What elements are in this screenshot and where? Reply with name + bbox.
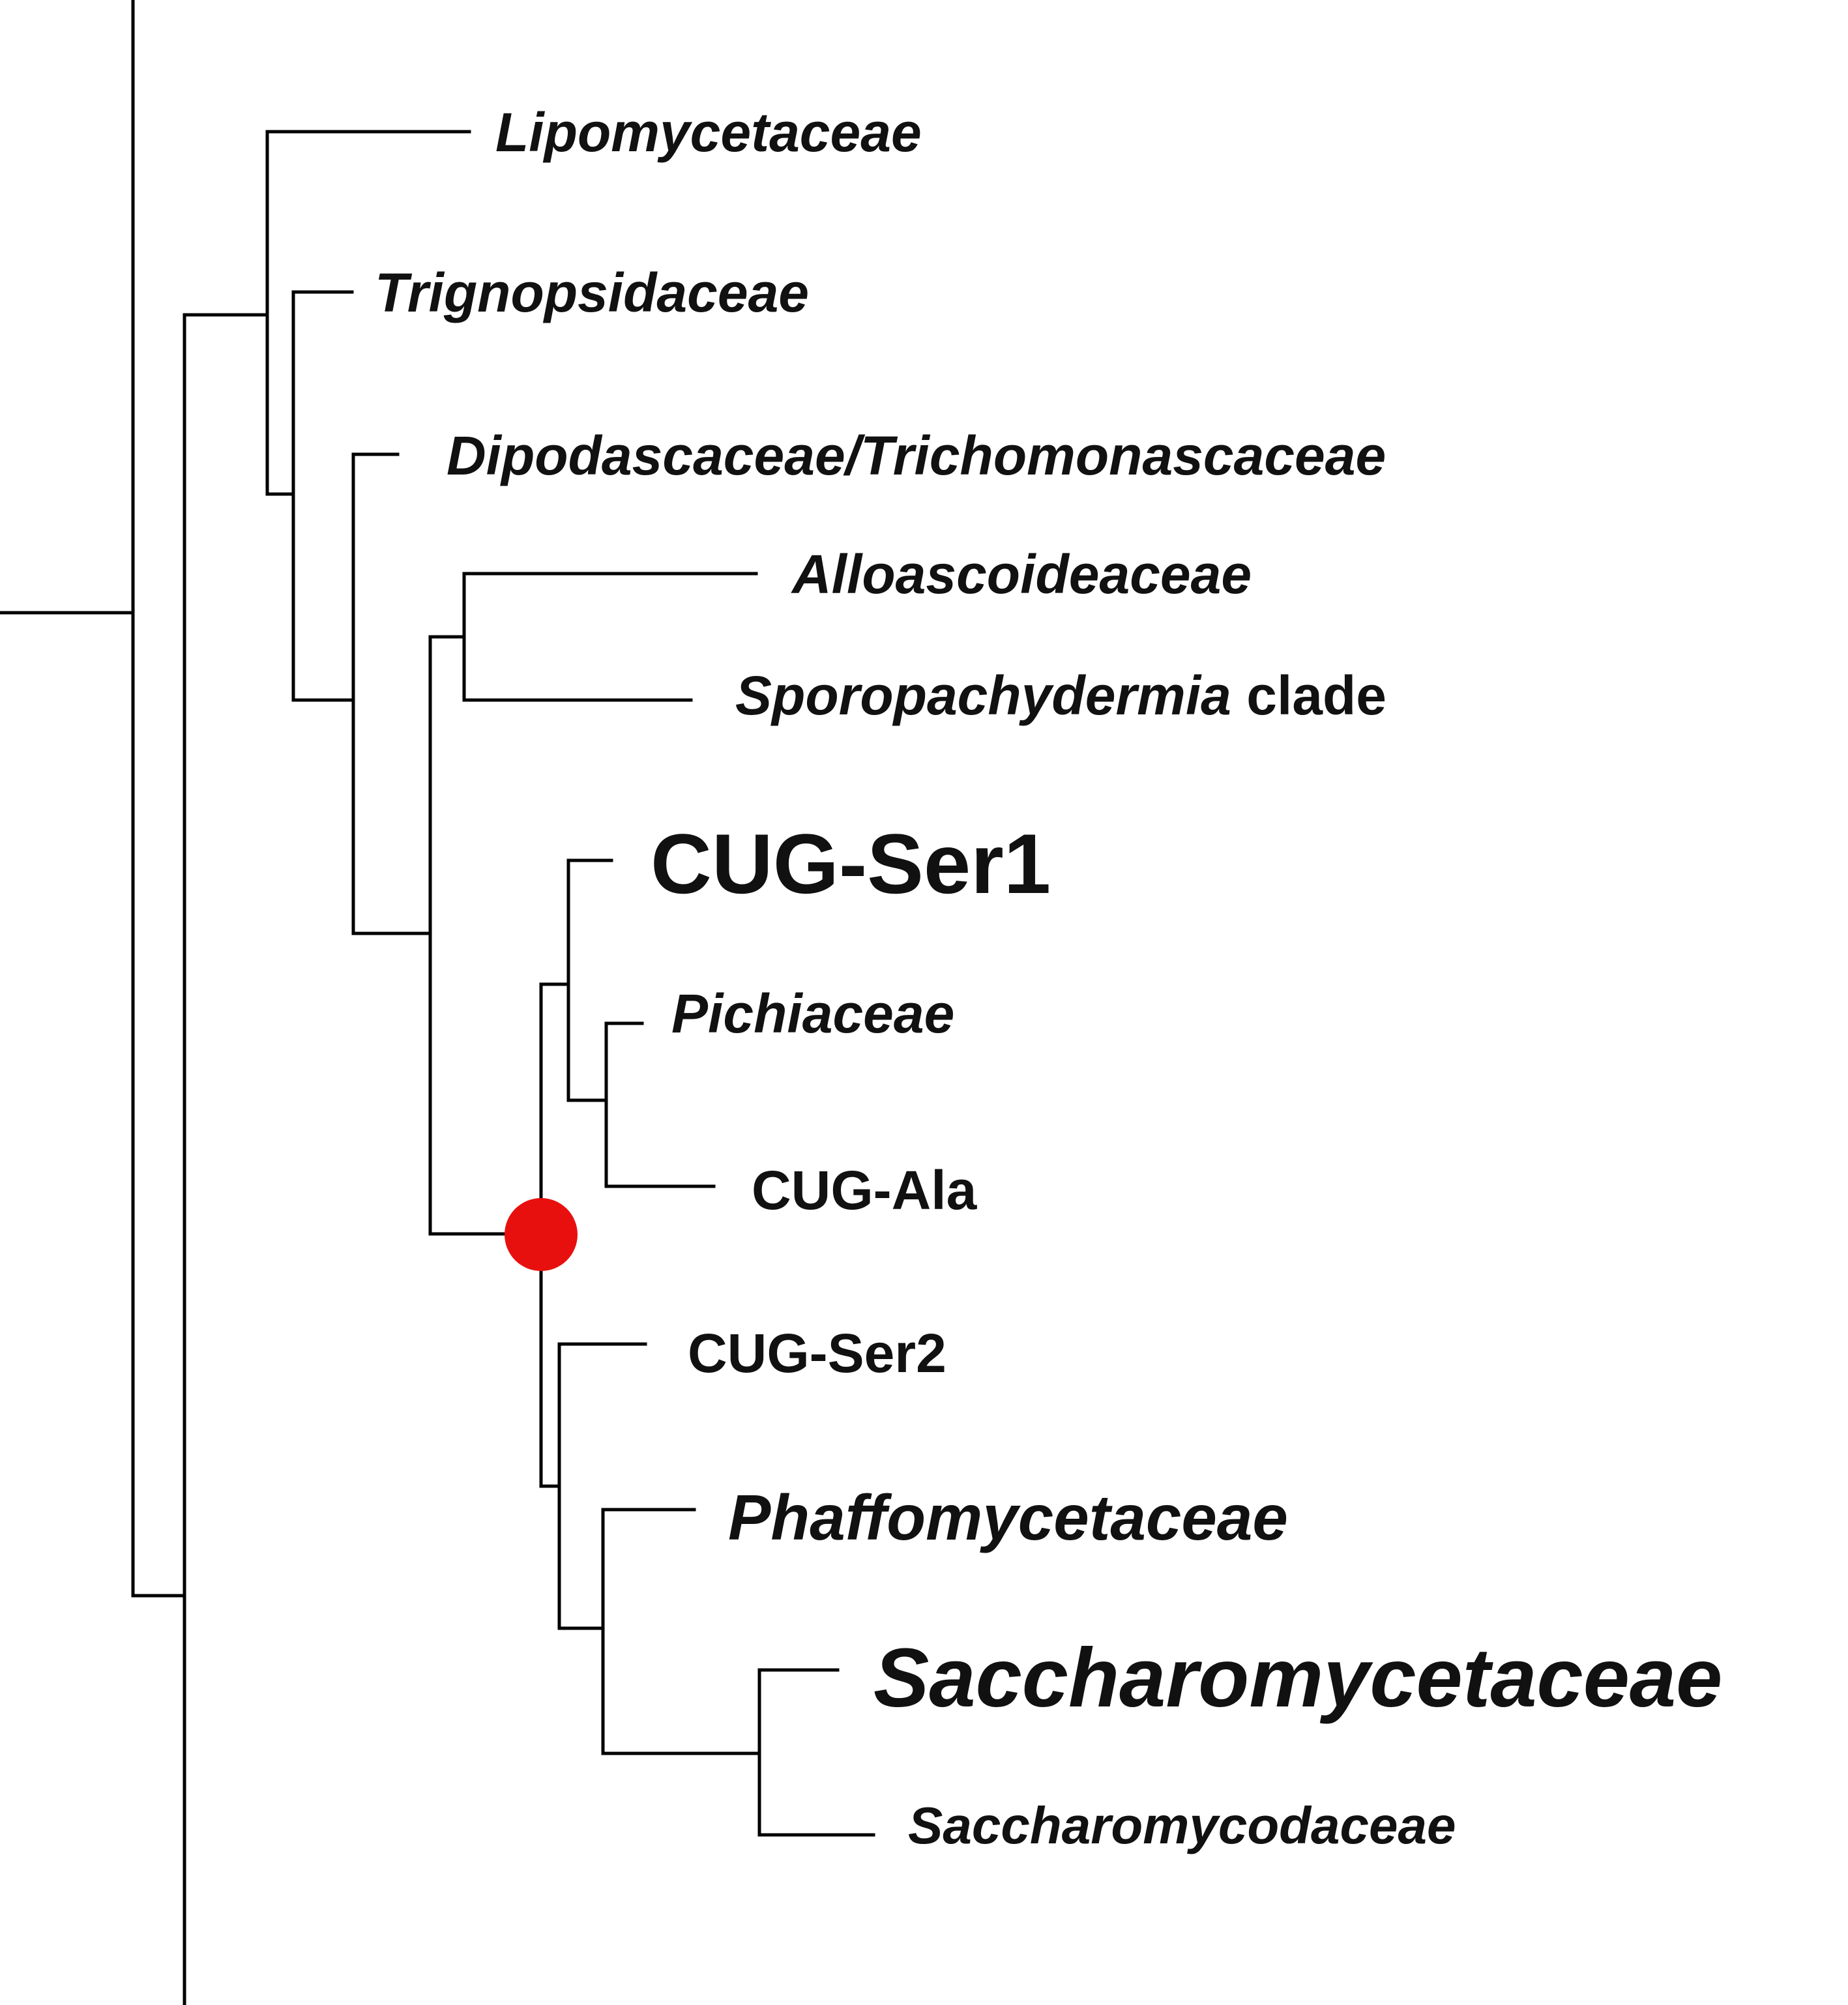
branch-phaffomycetaceae-node: [601, 1508, 761, 1755]
branch-trignopsidaceae-node: [291, 290, 355, 702]
label-sporopachydermia-suffix: clade: [1231, 665, 1386, 726]
label-cug-ala: CUG-Ala: [752, 1160, 978, 1221]
branch-main-clade: [183, 313, 269, 2005]
branch-cug-ser2-node: [557, 1342, 647, 1630]
branch-alloascoideaceae-sporopachydermia: [462, 572, 758, 702]
tree-branches: [0, 0, 875, 2005]
label-saccharomycodaceae: Saccharomycodaceae: [908, 1796, 1456, 1854]
branch-upper-node: [428, 635, 543, 1236]
branch-saccharomycetaceae-saccharomycodaceae: [757, 1668, 875, 1837]
label-cug-ser1: CUG-Ser1: [651, 816, 1051, 911]
branch-cug-ser1-node: [566, 858, 613, 1102]
branch-pichiaceae-cug-ala: [604, 1021, 716, 1188]
node-marker: [505, 1198, 578, 1271]
label-sporopachydermia-genus: Sporopachydermia: [735, 665, 1231, 726]
label-dipodascaceae-trichomonascaceae: Dipodascaceae/Trichomonascaceae: [447, 425, 1386, 486]
label-pichiaceae: Pichiaceae: [671, 983, 954, 1044]
branch-dipodascaceae-node: [351, 452, 432, 935]
branch-lipomycetaceae-node: [265, 130, 471, 496]
label-lipomycetaceae: Lipomycetaceae: [495, 102, 922, 163]
taxon-labels: Lipomycetaceae Trignopsidaceae Dipodasca…: [375, 102, 1722, 1854]
label-cug-ser2: CUG-Ser2: [688, 1323, 946, 1384]
branch-root: [0, 0, 186, 1598]
label-phaffomycetaceae: Phaffomycetaceae: [728, 1482, 1288, 1553]
label-alloascoideaceae: Alloascoideaceae: [791, 544, 1252, 605]
label-trignopsidaceae: Trignopsidaceae: [375, 262, 809, 323]
label-saccharomycetaceae: Saccharomycetaceae: [873, 1632, 1722, 1725]
label-sporopachydermia-clade: Sporopachydermia clade: [735, 665, 1386, 726]
